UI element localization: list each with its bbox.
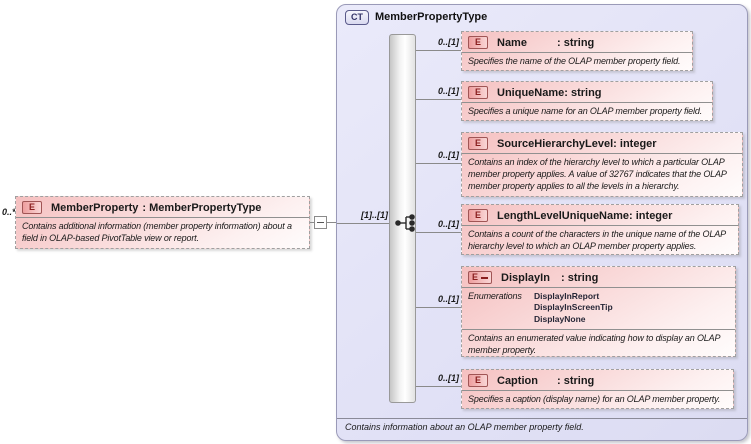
element-type: : integer <box>629 209 673 222</box>
enum-value: DisplayNone <box>534 313 586 324</box>
element-annotation: Specifies a caption (display name) for a… <box>468 394 721 404</box>
enum-dash-icon <box>481 276 489 279</box>
enum-element-icon: E <box>468 271 493 284</box>
element-node-caption[interactable]: E Caption : string Specifies a caption (… <box>461 369 734 409</box>
enum-value: DisplayInReport <box>534 291 600 301</box>
element-icon: E <box>468 137 488 150</box>
sequence-icon <box>395 214 415 232</box>
connector-line <box>416 232 461 233</box>
complex-type-annotation: Contains information about an OLAP membe… <box>345 422 584 432</box>
element-icon: E <box>468 86 488 99</box>
connector-line <box>416 163 461 164</box>
connector-line <box>416 307 461 308</box>
element-icon: E <box>468 374 488 387</box>
complex-type-container: CT MemberPropertyType [1]..[1] <box>336 4 748 441</box>
root-cardinality-label: 0..* <box>2 207 16 217</box>
element-icon: E <box>22 201 42 214</box>
element-name: DisplayIn <box>501 271 550 284</box>
complex-type-title: MemberPropertyType <box>375 11 488 23</box>
cardinality-label: 0..[1] <box>437 294 459 304</box>
element-name: UniqueName <box>497 86 565 99</box>
connector-line <box>416 50 461 51</box>
element-annotation: Contains an enumerated value indicating … <box>468 333 721 356</box>
element-type: : string <box>564 86 602 99</box>
element-icon: E <box>468 36 488 49</box>
cardinality-label: [1]..[1] <box>361 210 388 220</box>
element-name: MemberProperty <box>51 201 139 214</box>
element-type: : string <box>557 374 595 387</box>
element-annotation: Contains an index of the hierarchy level… <box>468 157 727 191</box>
element-header[interactable]: E MemberProperty : MemberPropertyType <box>16 197 309 218</box>
connector-line <box>337 223 389 224</box>
cardinality-label: 0..[1] <box>437 37 459 47</box>
complex-type-icon: CT <box>345 10 369 25</box>
footer-divider <box>337 418 747 419</box>
element-type: : integer <box>613 137 657 150</box>
element-node-memberproperty[interactable]: E MemberProperty : MemberPropertyType Co… <box>15 196 310 249</box>
cardinality-label: 0..[1] <box>437 219 459 229</box>
element-name: LengthLevelUniqueName <box>497 209 630 222</box>
element-name: Caption <box>497 374 538 387</box>
element-annotation: Contains a count of the characters in th… <box>468 229 726 251</box>
element-node-sourcehierarchylevel[interactable]: E SourceHierarchyLevel : integer Contain… <box>461 132 743 197</box>
element-type: : MemberPropertyType <box>142 201 262 214</box>
element-name: SourceHierarchyLevel <box>497 137 614 150</box>
enumerations-label: Enumerations <box>468 291 522 301</box>
element-annotation: Specifies a unique name for an OLAP memb… <box>468 106 703 116</box>
collapse-toggle-icon[interactable] <box>314 216 327 229</box>
element-icon: E <box>468 209 488 222</box>
enum-value: DisplayInScreenTip <box>534 302 613 313</box>
element-name: Name <box>497 36 527 49</box>
cardinality-label: 0..[1] <box>437 86 459 96</box>
connector-line <box>416 386 461 387</box>
element-annotation: Contains additional information (member … <box>22 221 292 243</box>
element-type: : string <box>557 36 595 49</box>
element-node-displayin[interactable]: E DisplayIn : string Enumerations Displa… <box>461 266 736 357</box>
connector-line <box>416 99 461 100</box>
element-node-name[interactable]: E Name : string Specifies the name of th… <box>461 31 693 71</box>
cardinality-label: 0..[1] <box>437 150 459 160</box>
element-node-lengthleveluniquename[interactable]: E LengthLevelUniqueName : integer Contai… <box>461 204 739 255</box>
element-type: : string <box>561 271 599 284</box>
element-annotation: Specifies the name of the OLAP member pr… <box>468 56 681 66</box>
enumerations-section: Enumerations DisplayInReport DisplayInSc… <box>462 288 735 331</box>
element-node-uniquename[interactable]: E UniqueName : string Specifies a unique… <box>461 81 713 121</box>
cardinality-label: 0..[1] <box>437 373 459 383</box>
